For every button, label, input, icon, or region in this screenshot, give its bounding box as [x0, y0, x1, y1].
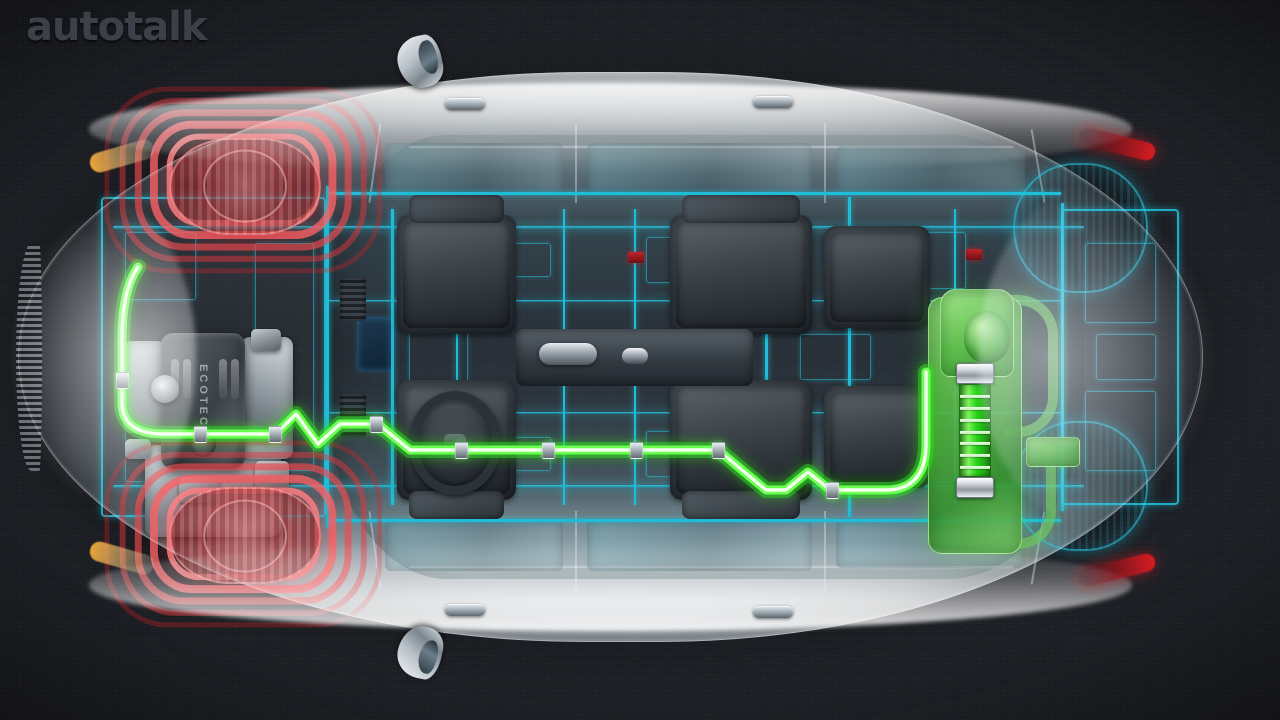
mirror-glass — [415, 638, 441, 676]
vehicle-cutaway: ECOTEC — [6, 31, 1215, 683]
door-handle-rear-upper — [752, 95, 793, 108]
door-handle-rear-lower — [752, 606, 793, 619]
door-handle-front-upper — [444, 98, 485, 111]
front-grille-ridges — [16, 243, 42, 471]
taillight-upper — [1076, 125, 1157, 162]
autotalk-watermark: autotalk — [26, 4, 207, 50]
taillight-lower — [1076, 552, 1157, 589]
car-body-outline — [18, 72, 1203, 642]
headlight-upper — [87, 137, 157, 175]
door-handle-front-lower — [444, 603, 485, 616]
mirror-glass — [415, 38, 441, 76]
headlight-lower — [87, 539, 157, 577]
